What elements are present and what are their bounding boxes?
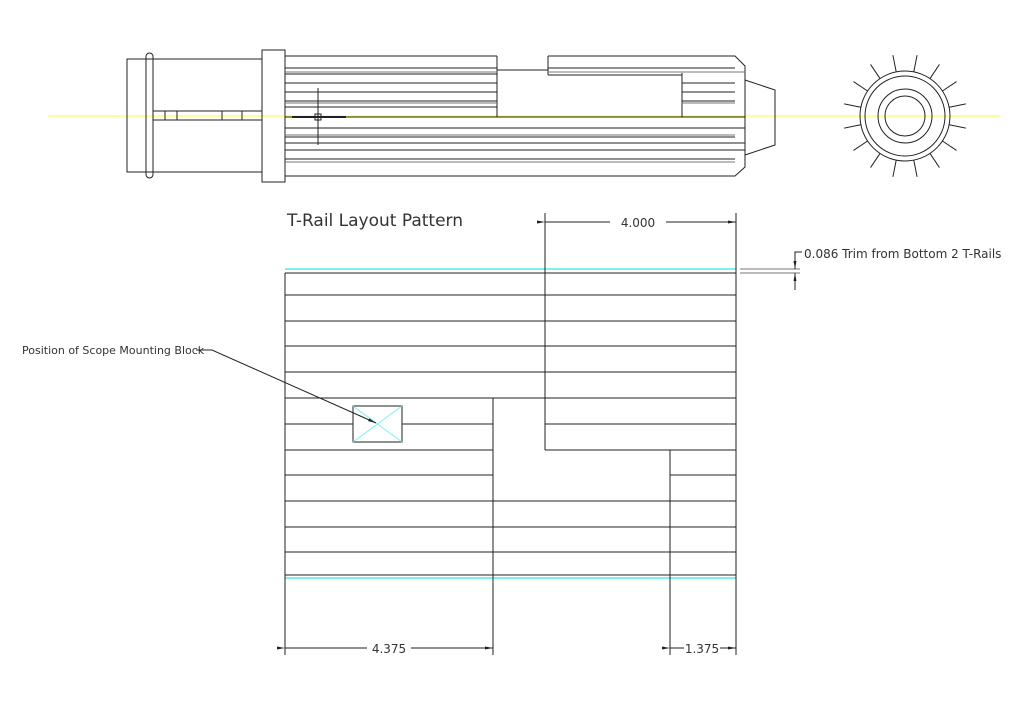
gear-spline-tooth: [949, 103, 966, 108]
gear-spline-tooth: [913, 160, 918, 177]
dimension-top: 4.000: [537, 216, 736, 230]
dimension-trim: 0.086 Trim from Bottom 2 T-Rails: [740, 247, 1001, 290]
gear-spline-tooth: [853, 140, 868, 151]
scope-mounting-block: [352, 405, 403, 443]
gear-spline-tooth: [942, 140, 957, 151]
gear-spline-tooth: [844, 103, 861, 108]
gear-spline-tooth: [853, 81, 868, 92]
dimension-bottom-right: 1.375: [662, 642, 736, 656]
t-rail-layout: [284, 213, 737, 655]
dim-1375: 1.375: [685, 642, 719, 656]
gear-spline-tooth: [892, 160, 897, 177]
o-ring: [145, 52, 154, 179]
gear-spline-tooth: [870, 64, 881, 79]
gear-spline-tooth: [942, 81, 957, 92]
gear-spline-tooth: [870, 153, 881, 168]
gear-spline-tooth: [929, 153, 940, 168]
dim-4375: 4.375: [372, 642, 406, 656]
side-view: [126, 49, 776, 183]
gear-spline-tooth: [949, 124, 966, 129]
gear-spline-tooth: [844, 124, 861, 129]
flange: [261, 49, 286, 183]
trim-note: 0.086 Trim from Bottom 2 T-Rails: [804, 247, 1001, 261]
end-view-gear: [844, 55, 966, 177]
gear-spline-tooth: [892, 55, 897, 72]
gear-spline-tooth: [929, 64, 940, 79]
dimension-bottom-left: 4.375: [277, 642, 493, 656]
gear-spline-tooth: [913, 55, 918, 72]
scope-block-leader: Position of Scope Mounting Block: [22, 344, 377, 424]
scope-block-label: Position of Scope Mounting Block: [22, 344, 205, 357]
layout-title: T-Rail Layout Pattern: [286, 211, 463, 231]
dim-4000: 4.000: [621, 216, 655, 230]
